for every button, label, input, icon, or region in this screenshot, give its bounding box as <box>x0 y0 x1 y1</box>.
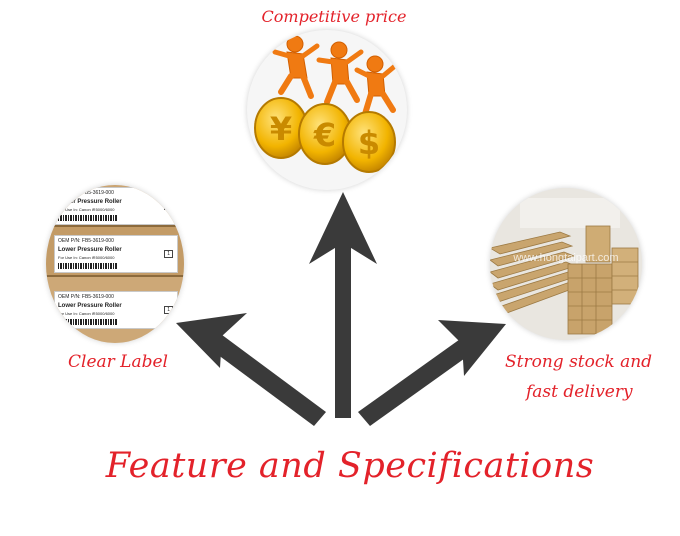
svg-text:$: $ <box>358 124 380 162</box>
box-label: OEM P/N: FB5-3619-000 Lower Pressure Rol… <box>54 291 178 329</box>
main-title: Feature and Specifications <box>105 446 595 486</box>
clear-label-image: OEM P/N: FB5-3619-000 Lower Pressure Rol… <box>46 185 184 343</box>
box-label: OEM P/N: FB5-3619-000 Lower Pressure Rol… <box>54 187 178 225</box>
box-label-use: For Use In: Canon iR5000/6000 <box>58 207 115 212</box>
box-label-name: Lower Pressure Roller <box>58 247 122 253</box>
barcode-icon <box>58 215 118 221</box>
fast-delivery-label: fast delivery <box>526 382 633 402</box>
box-label-oem: OEM P/N: FB5-3619-000 <box>58 190 114 196</box>
competitive-price-label: Competitive price <box>261 7 407 26</box>
coins-runners-illustration: ¥ € $ <box>254 35 398 173</box>
box-label-qty: 1 <box>164 250 173 258</box>
box-label-qty: 1 <box>164 306 173 314</box>
dollar-coin-icon: $ <box>342 111 396 173</box>
box-label-use: For Use In: Canon iR5000/6000 <box>58 311 115 316</box>
yen-coin-icon: ¥ <box>254 97 308 159</box>
arrow-left-icon <box>176 313 326 426</box>
warehouse-stock-image: www.hongtaipart.com <box>490 188 642 340</box>
box-label-qty: 1 <box>164 202 173 210</box>
box-label-oem: OEM P/N: FB5-3619-000 <box>58 294 114 300</box>
svg-text:¥: ¥ <box>270 110 292 148</box>
box-label-oem: OEM P/N: FB5-3619-000 <box>58 238 114 244</box>
arrow-up-icon <box>309 192 377 418</box>
competitive-price-image: ¥ € $ <box>247 30 407 190</box>
box-label-name: Lower Pressure Roller <box>58 303 122 309</box>
strong-stock-label: Strong stock and <box>505 352 653 372</box>
barcode-icon <box>58 319 118 325</box>
watermark-text: www.hongtaipart.com <box>513 252 619 264</box>
box-label-use: For Use In: Canon iR5000/6000 <box>58 255 115 260</box>
barcode-icon <box>58 263 118 269</box>
clear-label-label: Clear Label <box>68 352 168 372</box>
box-label-name: Lower Pressure Roller <box>58 199 122 205</box>
warehouse-boxes-illustration <box>490 188 642 340</box>
arrow-right-icon <box>358 320 506 426</box>
box-label: OEM P/N: FB5-3619-000 Lower Pressure Rol… <box>54 235 178 273</box>
svg-text:€: € <box>313 116 336 154</box>
